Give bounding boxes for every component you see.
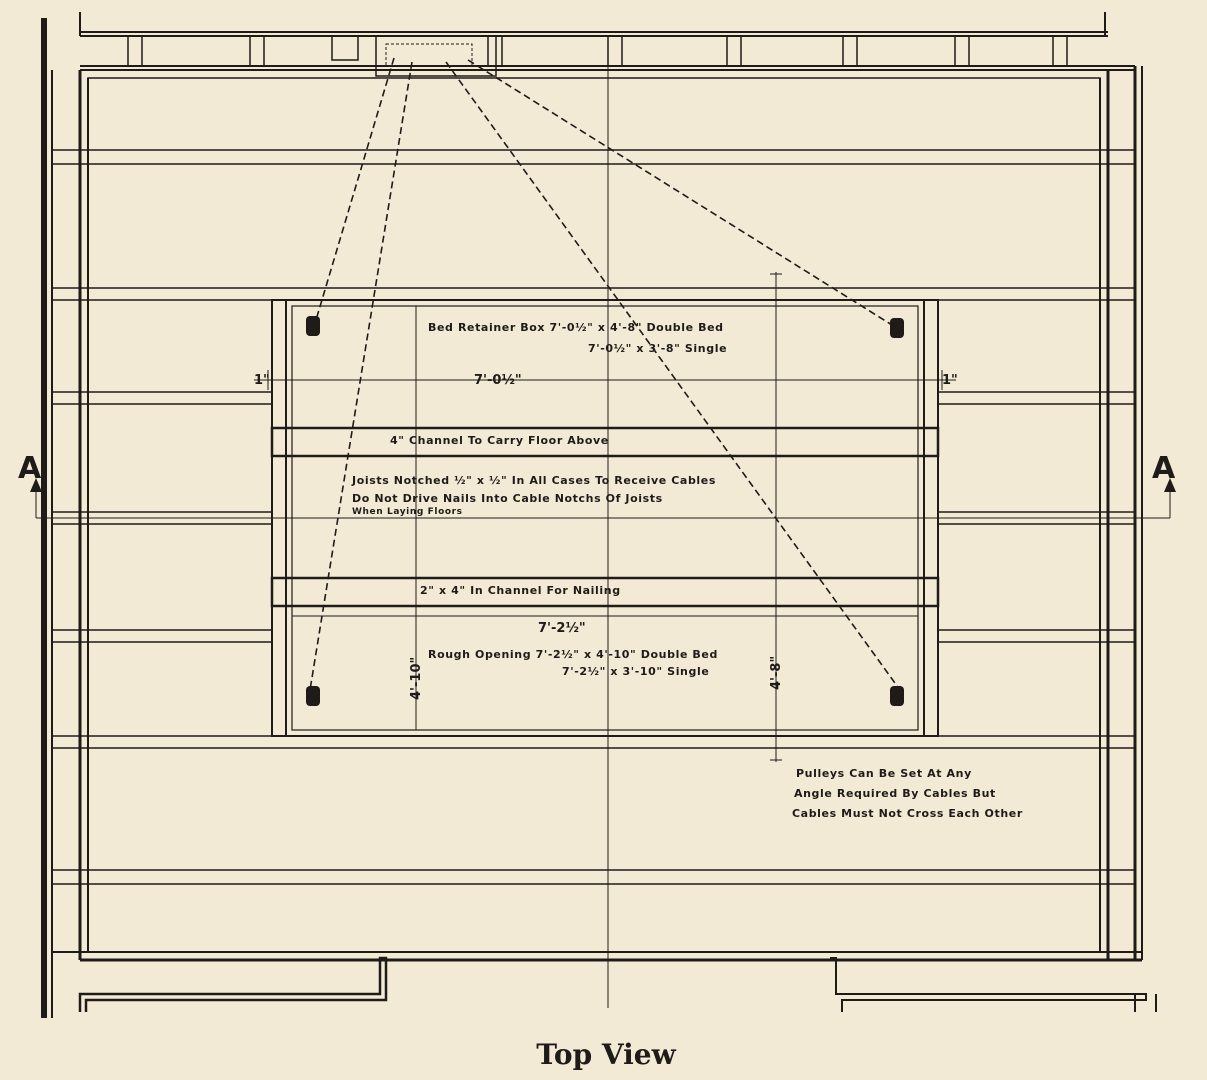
pulley-bottom-right (890, 686, 904, 706)
pulleys-note-1: Pulleys Can Be Set At Any (796, 767, 972, 780)
cables (309, 57, 901, 691)
pulley-cluster (385, 43, 473, 67)
nailing-label: 2" x 4" In Channel For Nailing (420, 584, 621, 597)
bottom-wall (52, 951, 1157, 1012)
joists-label-3: When Laying Floors (352, 507, 463, 517)
rough-opening-label-1: Rough Opening 7'-2½" x 4'-10" Double Bed (428, 648, 718, 661)
section-marker-left: A (18, 451, 42, 486)
joists-label-2: Do Not Drive Nails Into Cable Notchs Of … (352, 492, 663, 505)
pulleys (306, 43, 904, 706)
width-top-label: 7'-0½" (474, 373, 522, 388)
dimension-lines (254, 272, 956, 762)
channel-floor-above (270, 426, 940, 458)
section-arrows (30, 478, 1176, 492)
height-left-label: 4'-10" (409, 657, 424, 700)
pulley-top-right (890, 318, 904, 338)
pulley-bottom-left (306, 686, 320, 706)
width-bottom-label: 7'-2½" (538, 621, 586, 636)
section-arrow-right (1164, 478, 1176, 492)
centre-lines (35, 36, 1171, 1008)
section-marker-right: A (1152, 451, 1176, 486)
joists-label-1: Joists Notched ½" x ½" In All Cases To R… (351, 474, 716, 487)
retainer-label-1: Bed Retainer Box 7'-0½" x 4'-8" Double B… (428, 321, 724, 334)
height-right-label: 4'-8" (769, 656, 784, 690)
channel-label: 4" Channel To Carry Floor Above (390, 434, 609, 447)
rough-opening-label-2: 7'-2½" x 3'-10" Single (562, 665, 709, 678)
joists (52, 149, 1135, 885)
retainer-label-2: 7'-0½" x 3'-8" Single (588, 342, 727, 355)
channel-nailing (270, 576, 940, 608)
section-arrow-left (30, 478, 42, 492)
pulley-top-left (306, 316, 320, 336)
pulleys-note-2: Angle Required By Cables But (794, 787, 996, 800)
one-inch-right: 1" (942, 373, 958, 388)
caption: Top View (536, 1038, 676, 1071)
pulleys-note-3: Cables Must Not Cross Each Other (792, 807, 1023, 820)
one-inch-left: 1" (254, 373, 270, 388)
